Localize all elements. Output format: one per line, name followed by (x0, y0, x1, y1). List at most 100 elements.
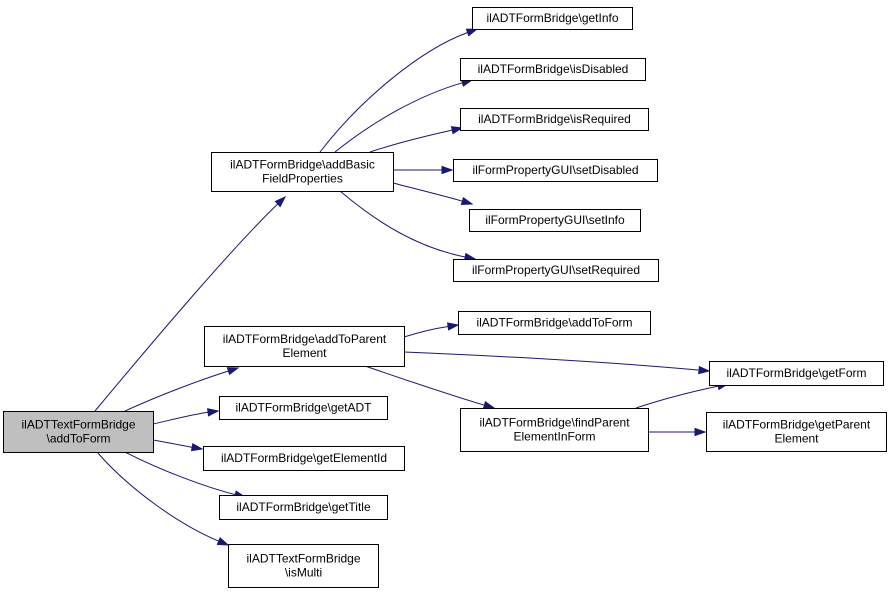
edge-line (94, 203, 279, 412)
nodes-layer: ilADTTextFormBridge\addToFormilADTFormBr… (3, 7, 887, 588)
edge-findParentElementInForm-to-getParentElement (648, 427, 707, 437)
edge-line (96, 451, 219, 542)
node-box (709, 361, 884, 386)
node-label-line: Element (282, 346, 327, 360)
arrowhead (447, 322, 460, 331)
arrowhead (441, 165, 454, 175)
node-label-line: ilADTFormBridge\addBasic (230, 158, 375, 172)
edge-line (392, 182, 463, 202)
node-box (453, 259, 659, 282)
arrowhead (190, 443, 204, 452)
node-label-line: \addToForm (46, 432, 110, 446)
node-box (228, 544, 379, 588)
edges-layer (94, 28, 730, 546)
node-box (460, 108, 649, 131)
edge-addBasicFieldProperties-to-isRequired (369, 126, 464, 153)
arrowhead (482, 400, 496, 410)
node-label-line: ElementInForm (513, 430, 595, 444)
node-label-line: ilADTTextFormBridge (246, 552, 360, 566)
node-label-line: ilADTFormBridge\getParent (723, 418, 871, 432)
edge-findParentElementInForm-to-getForm (635, 382, 730, 409)
node-getForm[interactable]: ilADTFormBridge\getForm (709, 361, 884, 386)
node-box (219, 495, 388, 520)
node-box (469, 209, 641, 232)
node-label-line: Element (774, 432, 819, 446)
node-getADT[interactable]: ilADTFormBridge\getADT (219, 396, 388, 420)
node-isRequired[interactable]: ilADTFormBridge\isRequired (460, 108, 649, 131)
node-setDisabled[interactable]: ilFormPropertyGUI\setDisabled (453, 159, 658, 182)
edge-addBasicFieldProperties-to-setDisabled (393, 165, 454, 175)
node-box (472, 7, 633, 30)
node-label-line: ilADTFormBridge\isRequired (478, 112, 631, 126)
node-label-line: ilADTTextFormBridge (21, 418, 135, 432)
node-box (3, 411, 154, 453)
edge-addBasicFieldProperties-to-isDisabled (334, 78, 474, 153)
edge-root-to-addToParentElement (124, 367, 240, 412)
node-label-line: ilADTFormBridge\getADT (235, 401, 372, 415)
node-box (453, 159, 658, 182)
node-label-line: ilADTFormBridge\isDisabled (478, 62, 629, 76)
arrowhead (274, 195, 287, 208)
node-isDisabled[interactable]: ilADTFormBridge\isDisabled (460, 58, 646, 81)
node-label-line: ilADTFormBridge\addToParent (223, 332, 387, 346)
arrowhead (465, 28, 479, 37)
edge-line (152, 411, 209, 425)
edge-addBasicFieldProperties-to-getInfo (319, 28, 479, 153)
edge-root-to-isMulti (96, 451, 230, 546)
node-setInfo[interactable]: ilFormPropertyGUI\setInfo (469, 209, 641, 232)
edge-line (369, 129, 453, 153)
node-box (706, 412, 887, 452)
arrowhead (460, 196, 474, 206)
node-label-line: ilADTFormBridge\getTitle (236, 500, 371, 514)
edge-line (635, 385, 719, 409)
node-getTitle[interactable]: ilADTFormBridge\getTitle (219, 495, 388, 520)
node-box (203, 446, 405, 471)
node-label-line: \isMulti (285, 566, 322, 580)
node-addToForm[interactable]: ilADTFormBridge\addToForm (458, 311, 651, 335)
edge-root-to-addBasicFieldProperties (94, 195, 287, 412)
arrowhead (216, 537, 230, 546)
node-label-line: FieldProperties (262, 172, 343, 186)
node-box (460, 408, 649, 452)
node-getInfo[interactable]: ilADTFormBridge\getInfo (472, 7, 633, 30)
node-isMulti[interactable]: ilADTTextFormBridge\isMulti (228, 544, 379, 588)
node-getElementId[interactable]: ilADTFormBridge\getElementId (203, 446, 405, 471)
node-label-line: ilFormPropertyGUI\setDisabled (472, 163, 638, 177)
edge-line (403, 326, 449, 338)
node-label-line: ilADTFormBridge\getElementId (221, 451, 387, 465)
edge-line (152, 439, 193, 448)
edge-line (364, 365, 485, 406)
arrowhead (694, 427, 707, 437)
edge-line (403, 351, 700, 371)
edge-addBasicFieldProperties-to-setRequired (339, 190, 477, 262)
edge-line (339, 190, 466, 258)
edge-addBasicFieldProperties-to-setInfo (392, 182, 474, 206)
node-label-line: ilADTFormBridge\getInfo (486, 11, 618, 25)
node-root[interactable]: ilADTTextFormBridge\addToForm (3, 411, 154, 453)
node-label-line: ilFormPropertyGUI\setRequired (472, 263, 640, 277)
edge-addToParentElement-to-getForm (403, 351, 711, 375)
arrowhead (226, 367, 240, 376)
edge-line (334, 82, 463, 153)
node-label-line: ilADTFormBridge\getForm (726, 366, 866, 380)
edge-line (124, 451, 236, 496)
arrowhead (450, 126, 464, 135)
node-box (219, 396, 388, 420)
node-box (204, 326, 405, 367)
edge-line (319, 32, 468, 153)
arrowhead (698, 365, 711, 375)
node-label-line: ilADTFormBridge\addToForm (476, 316, 632, 330)
node-setRequired[interactable]: ilFormPropertyGUI\setRequired (453, 259, 659, 282)
edge-root-to-getElementId (152, 439, 204, 452)
node-box (211, 152, 394, 192)
node-box (458, 311, 651, 335)
node-label-line: ilFormPropertyGUI\setInfo (485, 213, 625, 227)
edge-line (124, 370, 229, 412)
node-label-line: ilADTFormBridge\findParent (479, 416, 630, 430)
edge-root-to-getADT (152, 408, 220, 425)
